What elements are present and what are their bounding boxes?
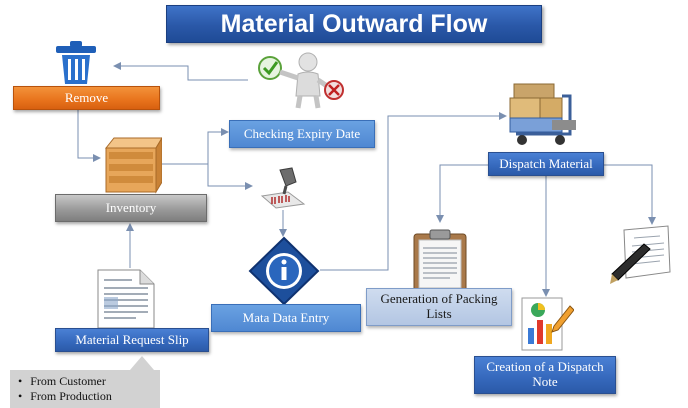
- arrow-to-remove: [113, 62, 248, 81]
- arrow-to-checking-expiry: [162, 128, 229, 165]
- crate-icon: [104, 137, 162, 194]
- arrow-to-scanner: [207, 164, 253, 190]
- source-production: From Production: [18, 389, 160, 404]
- info-icon: [248, 236, 320, 306]
- inventory-node: Inventory: [55, 194, 207, 222]
- document-icon: [97, 269, 155, 329]
- approve-reject-figure-icon: [258, 52, 344, 109]
- packing-lists-node: Generation of Packing Lists: [366, 288, 512, 326]
- arrow-remove-to-inventory: [77, 110, 101, 162]
- dispatch-note-node: Creation of a Dispatch Note: [474, 356, 616, 394]
- arrow-to-dispatch: [320, 112, 507, 271]
- material-request-slip-node: Material Request Slip: [55, 328, 209, 352]
- remove-node: Remove: [13, 86, 160, 110]
- request-source-callout: From Customer From Production: [10, 370, 160, 408]
- barcode-scanner-icon: [260, 167, 306, 209]
- invoice-pen-icon: [610, 225, 671, 284]
- trash-icon: [56, 41, 96, 84]
- arrow-to-packing: [436, 164, 488, 223]
- diagram-title: Material Outward Flow: [166, 5, 542, 43]
- callout-pointer: [130, 356, 154, 370]
- dispatch-cart-icon: [509, 83, 576, 145]
- arrow-to-invoice: [604, 164, 656, 225]
- source-customer: From Customer: [18, 374, 160, 389]
- clipboard-icon: [413, 229, 467, 293]
- mata-data-entry-node: Mata Data Entry: [211, 304, 361, 332]
- checking-expiry-node: Checking Expiry Date: [229, 120, 375, 148]
- dispatch-material-node: Dispatch Material: [488, 152, 604, 176]
- report-chart-icon: [521, 297, 574, 351]
